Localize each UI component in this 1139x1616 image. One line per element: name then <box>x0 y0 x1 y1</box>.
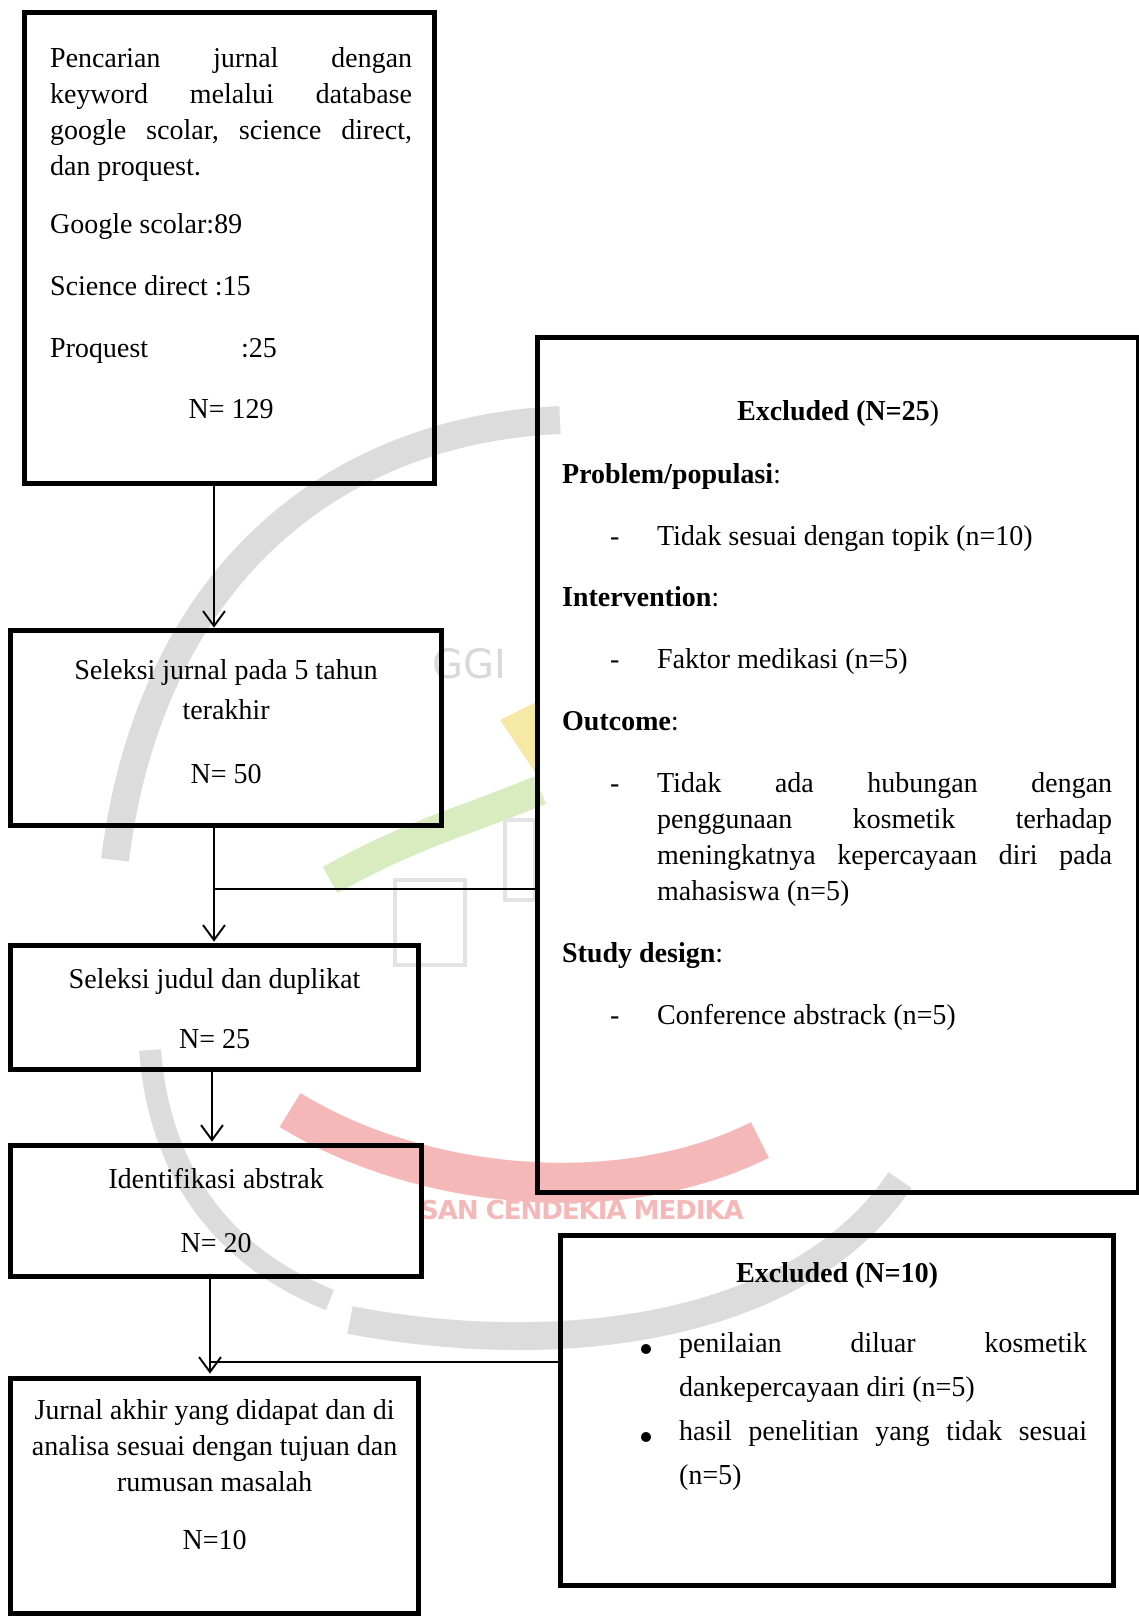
search-count-proquest: Proquest :25 <box>50 331 412 367</box>
final-journal-box: Jurnal akhir yang didapat dan di analisa… <box>8 1376 421 1616</box>
bullet-marker <box>641 1432 651 1442</box>
excluded-2-item-1: penilaian diluar kosmetik dankepercayaan… <box>679 1328 1087 1403</box>
selection-5years-total: N= 50 <box>190 759 262 790</box>
excluded-box-2: Excluded (N=10) penilaian diluar kosmeti… <box>558 1233 1116 1588</box>
excluded-1-item-study-design: Conference abstrack (n=5) <box>657 1000 956 1031</box>
search-box: Pencarian jurnal dengan keyword melalui … <box>22 10 437 486</box>
abstract-total: N= 20 <box>180 1227 252 1259</box>
search-count-science: Science direct :15 <box>50 270 251 302</box>
title-duplicate-text: Seleksi judul dan duplikat <box>68 964 361 995</box>
excluded-1-heading-intervention: Intervention: <box>562 582 720 613</box>
excluded-1-item-outcome: Tidak ada hubungan dengan penggunaan kos… <box>657 768 1112 907</box>
title-duplicate-total: N= 25 <box>178 1023 250 1055</box>
excluded-1-heading-outcome: Outcome: <box>562 706 679 737</box>
abstract-text: Identifikasi abstrak <box>108 1164 324 1195</box>
final-journal-total: N=10 <box>182 1525 247 1556</box>
excluded-1-title: Excluded (N=25) <box>737 396 939 427</box>
excluded-1-heading-study-design: Study design: <box>562 938 724 969</box>
search-total: N= 129 <box>188 394 274 426</box>
title-duplicate-box: Seleksi judul dan duplikat N= 25 <box>8 943 421 1072</box>
dash-marker: - <box>610 521 620 552</box>
proquest-label: Proquest <box>50 332 148 364</box>
excluded-1-item-problem: Tidak sesuai dengan topik (n=10) <box>657 521 1033 552</box>
abstract-box: Identifikasi abstrak N= 20 <box>8 1143 424 1279</box>
proquest-value: :25 <box>241 332 277 364</box>
final-journal-text: Jurnal akhir yang didapat dan di analisa… <box>31 1395 398 1498</box>
excluded-box-1: Excluded (N=25) Problem/populasi: - Tida… <box>535 335 1139 1195</box>
selection-5years-box: Seleksi jurnal pada 5 tahun terakhir N= … <box>8 628 444 828</box>
search-count-google: Google scolar:89 <box>50 209 243 240</box>
dash-marker: - <box>610 1000 620 1031</box>
selection-5years-text: Seleksi jurnal pada 5 tahun terakhir <box>74 655 378 726</box>
bullet-marker <box>641 1344 651 1354</box>
search-description: Pencarian jurnal dengan keyword melalui … <box>50 43 412 182</box>
dash-marker: - <box>610 768 620 799</box>
excluded-1-heading-problem: Problem/populasi: <box>562 459 781 490</box>
dash-marker: - <box>610 644 620 675</box>
excluded-1-item-intervention: Faktor medikasi (n=5) <box>657 644 908 675</box>
excluded-2-title: Excluded (N=10) <box>736 1258 938 1289</box>
excluded-2-item-2: hasil penelitian yang tidak sesuai (n=5) <box>679 1416 1087 1491</box>
